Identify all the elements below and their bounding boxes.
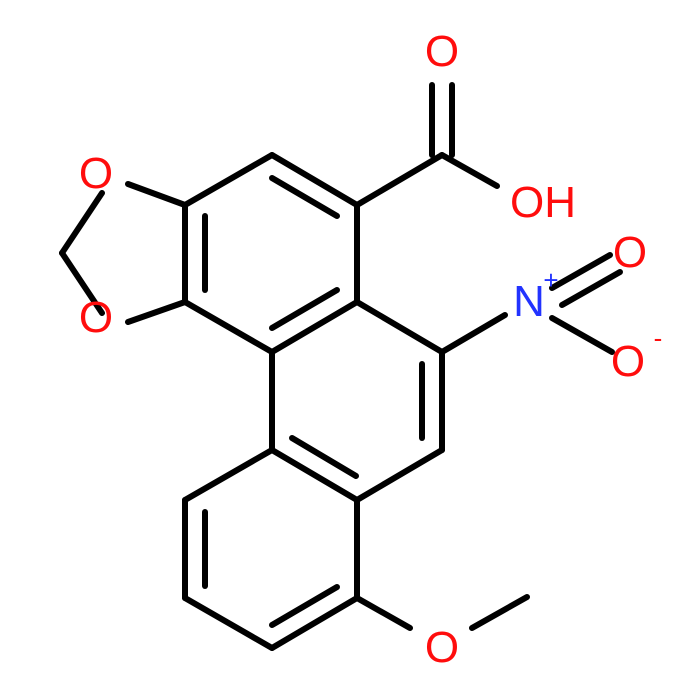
oxygen-negative-charge: - xyxy=(654,323,663,353)
bond xyxy=(269,447,360,503)
nitro-oxygen-double: O xyxy=(613,228,647,277)
bonds xyxy=(59,82,623,651)
bond-inner-double xyxy=(269,584,340,628)
bond xyxy=(182,299,275,355)
methoxy-oxygen: O xyxy=(425,623,459,672)
bond xyxy=(354,595,413,631)
bond xyxy=(439,152,500,189)
ether-oxygen-bottom: O xyxy=(79,293,113,342)
bond xyxy=(269,595,360,651)
bond xyxy=(354,152,445,208)
bond-inner-double xyxy=(269,287,340,331)
bond xyxy=(354,447,445,503)
bond xyxy=(182,595,275,651)
hydroxyl-group: OH xyxy=(510,178,576,227)
bond xyxy=(125,299,188,325)
nitro-oxygen-single: O xyxy=(611,337,645,386)
atom-labels: O O O OH N + O O - O xyxy=(79,27,662,672)
bond xyxy=(182,447,275,503)
bond xyxy=(125,181,188,208)
bond-inner-double xyxy=(269,175,340,219)
carbonyl-oxygen: O xyxy=(425,27,459,76)
bond xyxy=(439,312,508,355)
bond xyxy=(269,152,360,208)
bond xyxy=(559,269,623,308)
nitro-nitrogen: N xyxy=(513,277,545,326)
bond xyxy=(59,190,105,256)
bond xyxy=(182,152,275,208)
bond xyxy=(269,299,360,355)
bond xyxy=(354,299,445,355)
bond-inner-double xyxy=(289,435,359,479)
nitrogen-positive-charge: + xyxy=(543,265,558,295)
bond xyxy=(59,250,105,316)
bond xyxy=(549,252,613,291)
bond xyxy=(549,315,615,355)
bond xyxy=(469,594,530,631)
ether-oxygen-top: O xyxy=(79,149,113,198)
